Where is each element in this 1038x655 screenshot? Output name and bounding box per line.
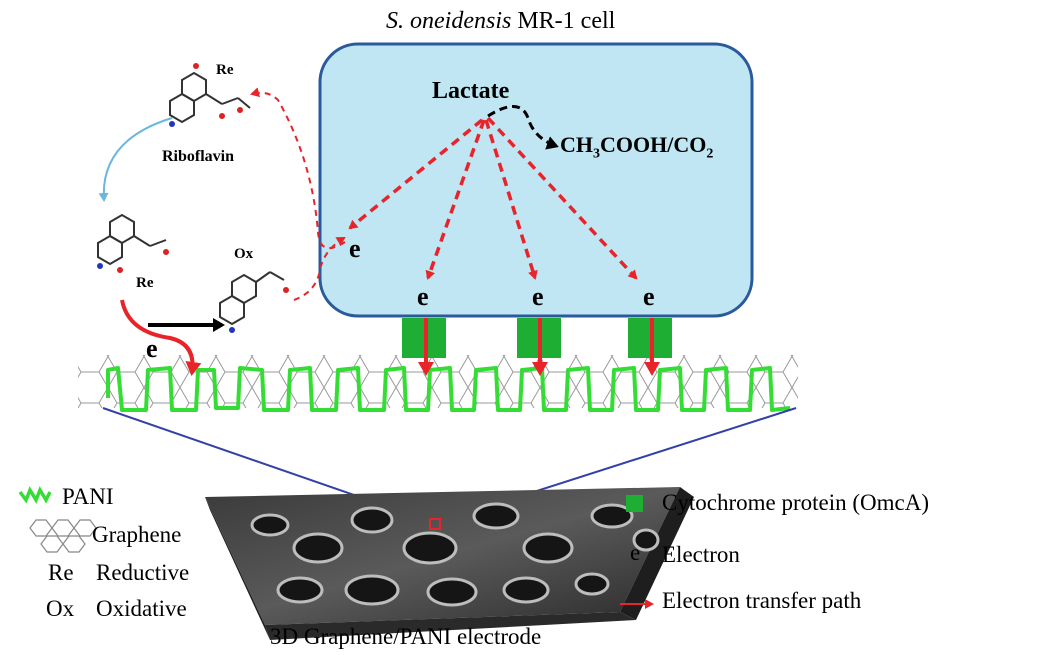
cell-title: S. oneidensis MR-1 cell xyxy=(386,8,615,35)
lactate-to-cytochrome-arrows xyxy=(348,116,638,280)
zoom-marker xyxy=(429,518,441,530)
lactate-label: Lactate xyxy=(432,78,510,104)
lactate-to-product-arrow xyxy=(487,105,559,150)
cell-to-mediator-arrow xyxy=(250,87,346,250)
electron-label-2: e xyxy=(532,282,544,311)
legend-ox-symbol: Ox xyxy=(46,596,75,621)
graphene-sheet xyxy=(78,355,798,408)
legend-reductive: Reductive xyxy=(96,560,190,585)
oxidized-to-cell-arrow xyxy=(293,236,346,301)
electron-label-mediator: e xyxy=(146,334,158,363)
legend-transfer-path: Electron transfer path xyxy=(662,588,862,613)
cytochrome-electron-arrows xyxy=(418,318,660,376)
mediator-name: Riboflavin xyxy=(162,148,235,165)
electrode-slab-side xyxy=(620,487,694,620)
mediator-state-top: Re xyxy=(216,62,234,78)
legend-graphene: Graphene xyxy=(92,522,182,547)
product-label: CH3COOH/CO2 xyxy=(560,132,714,162)
electron-label-cell: e xyxy=(349,234,361,263)
mediator-reduction-arrow xyxy=(98,117,173,202)
riboflavin-molecule-oxidized xyxy=(219,271,289,333)
electron-label-1: e xyxy=(417,282,429,311)
cytochrome-legend-icon xyxy=(626,495,643,512)
graphene-legend-icon xyxy=(29,519,97,553)
bacterial-cell xyxy=(318,42,754,318)
electrode-label: 3D Graphene/PANI electrode xyxy=(270,624,542,649)
mediator-electron-arrow xyxy=(120,299,202,376)
mediator-state-oxidized: Ox xyxy=(234,246,254,262)
legend-oxidative: Oxidative xyxy=(96,596,187,621)
mediator-state-reduced: Re xyxy=(136,275,154,291)
riboflavin-molecule-top xyxy=(169,63,251,127)
electrode-slab-front xyxy=(265,612,636,640)
legend-electron: Electron xyxy=(662,542,740,567)
legend-pani: PANI xyxy=(62,484,114,509)
pani-chain xyxy=(106,366,791,412)
electron-label-3: e xyxy=(643,282,655,311)
electrode-slab-left xyxy=(205,497,270,640)
electrode-pores xyxy=(250,502,660,607)
strain-name: MR-1 cell xyxy=(511,8,616,34)
legend-re-symbol: Re xyxy=(48,560,74,585)
legend-cytochrome: Cytochrome protein (OmcA) xyxy=(662,490,929,515)
riboflavin-molecule-reduced xyxy=(97,213,169,273)
species-name: S. oneidensis xyxy=(386,8,512,34)
pani-legend-icon xyxy=(18,486,52,504)
legend-electron-symbol: e xyxy=(630,540,641,565)
